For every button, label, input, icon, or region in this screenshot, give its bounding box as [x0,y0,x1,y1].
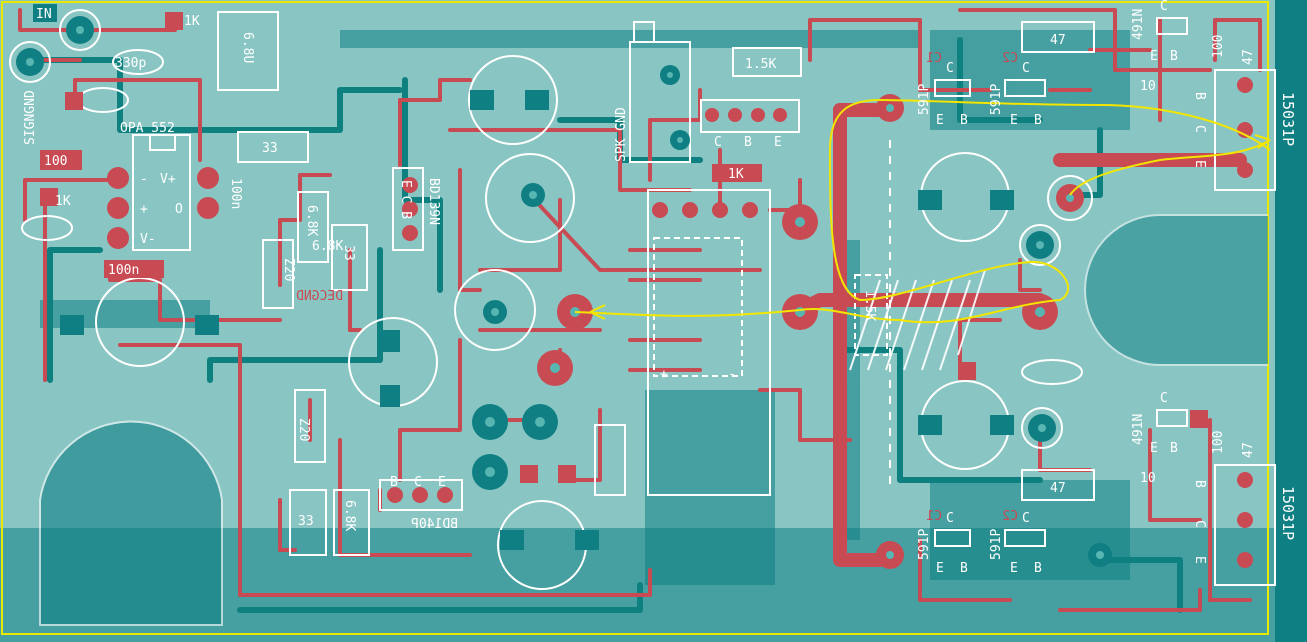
label-cap-33-mid: 33 [341,245,356,261]
label-bd140-b: B [390,475,398,490]
label-bd139: BD139N [426,178,441,225]
label-c-bot: C [1160,391,1168,406]
label-r-6-8k-c: 6.8K [342,500,357,531]
label-e: E [774,135,782,150]
label-r-1-5k-vert: 1.5K [862,290,877,321]
label-spkgnd: SPK GND [614,107,629,162]
label-minus: - [728,367,736,382]
label-c-a: C [946,61,954,76]
label-c: C [714,135,722,150]
label-eb-c-b: B [960,561,968,576]
label-c-c: C [946,511,954,526]
label-bce-top-b: B [1192,92,1207,100]
label-r100: 100 [44,154,67,169]
label-signgnd: SIGNGND [23,90,38,145]
label-491n-bot: 491N [1131,414,1146,445]
heatsink-outline-left [39,420,223,626]
label-c1-bot: C1 [926,509,942,524]
label-r47v-top: 47 [1241,49,1256,65]
label-591p-a: 591P [917,84,932,115]
label-r1k-top: 1K [184,14,200,29]
heatsink-outline-right [1083,214,1268,366]
silkscreen-text: IN SIGNGND 1K 330p 6.8U OPA 552 100 1K 1… [23,0,1297,576]
label-c2-top: C2 [1002,51,1018,66]
label-z20-bottom: Z20 [296,418,311,441]
label-opamp-pin-plus: + [140,202,148,217]
label-bd140-c: C [414,475,422,490]
label-r-6-8k-a: 6.8K [304,205,319,236]
label-591p-c: 591P [917,529,932,560]
label-bce-top-e: E [1192,160,1207,168]
label-r10-bot: 10 [1140,471,1156,486]
label-plus: + [660,367,668,382]
label-r1k-mid: 1K [728,167,744,182]
label-bce-bot-b: B [1192,480,1207,488]
label-eb-d-e: E [1010,561,1018,576]
label-eb-bot-b: B [1170,441,1178,456]
label-z20-top: Z20 [281,258,296,281]
label-bce-top-c: C [1192,125,1207,133]
label-opamp-pin-vplus: V+ [160,172,176,187]
label-opamp-pin-vminus: V- [140,232,156,247]
label-r100-bot: 100 [1211,431,1226,454]
label-eb-c-e: E [936,561,944,576]
label-in: IN [36,7,52,22]
label-cap-100n-left: 100n [108,263,139,278]
label-eb-d-b: B [1034,561,1042,576]
label-r47-top: 47 [1050,33,1066,48]
label-eb-bot-e: E [1150,441,1158,456]
label-bce-bot-c: C [1192,520,1207,528]
label-cap-330p: 330p [115,56,146,71]
label-eb-top-e: E [1150,49,1158,64]
label-cap-33-top: 33 [262,141,278,156]
label-r100-top: 100 [1211,35,1226,58]
label-bd140: BD140P [411,517,458,532]
label-c1-top: C1 [926,51,942,66]
label-491n-top: 491N [1131,9,1146,40]
label-eb-b-e: E [1010,113,1018,128]
label-b: B [744,135,752,150]
label-c2-bot: C2 [1002,509,1018,524]
label-opamp-pin-out: O [175,202,183,217]
label-r47-bot: 47 [1050,481,1066,496]
label-cap-33-bot: 33 [298,514,314,529]
label-r47v-bot: 47 [1241,442,1256,458]
ground-pours [40,30,1130,585]
label-eb-a-b: B [960,113,968,128]
label-bd140-e: E [438,475,446,490]
label-opa552: OPA 552 [120,121,175,136]
label-c-top: C [1160,0,1168,14]
label-c-d: C [1022,511,1030,526]
label-decgnd: DECGND [296,289,343,304]
label-r-1-5k: 1.5K [745,57,776,72]
signal-highlight [574,98,1271,324]
label-cap-100n-mid: 100n [228,178,243,209]
label-r-6-8u: 6.8U [240,32,255,63]
label-eb-b-b: B [1034,113,1042,128]
label-15031p-bot: 15031P [1279,486,1297,540]
label-591p-b: 591P [989,84,1004,115]
hatch-region [849,269,986,371]
label-opamp-pin-minus: - [140,172,148,187]
label-591p-d: 591P [989,529,1004,560]
label-r10-top: 10 [1140,79,1156,94]
label-r-6-8k-b: 6.8K [312,239,343,254]
label-c-b: C [1022,61,1030,76]
label-eb-top-b: B [1170,49,1178,64]
label-15031p-top: 15031P [1279,92,1297,146]
label-eb-a-e: E [936,113,944,128]
smd-pads [60,90,1014,550]
label-r1k-left: 1K [55,194,71,209]
label-bd139-pins: E C B [398,180,413,219]
label-bce-bot-e: E [1192,556,1207,564]
